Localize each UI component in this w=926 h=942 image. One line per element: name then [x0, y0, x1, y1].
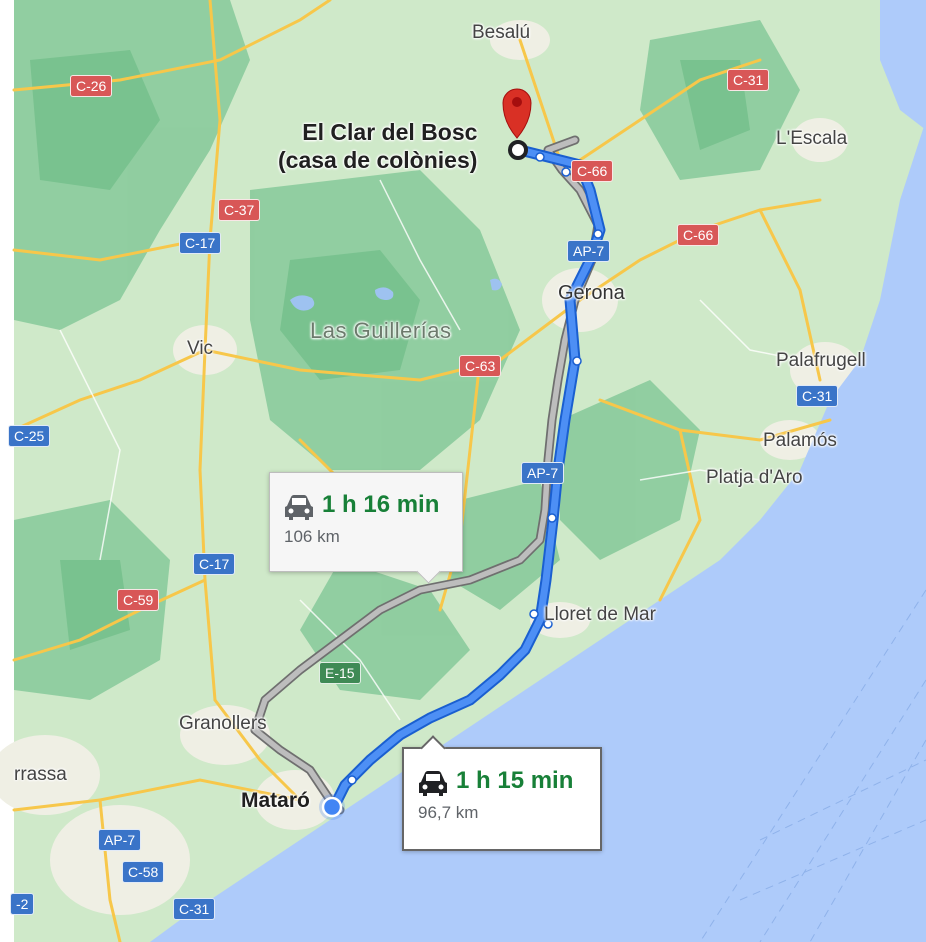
road-shield-c17-s: C-17: [193, 553, 236, 575]
road-shield-c63: C-63: [459, 355, 502, 377]
minor-roads: [59, 179, 801, 721]
place-label-granollers: Granollers: [179, 713, 267, 734]
place-label-platja-daro: Platja d'Aro: [706, 467, 803, 488]
reservoirs: [290, 278, 502, 311]
road-shield-c58: C-58: [122, 861, 165, 883]
road-shield-e15: E-15: [319, 662, 361, 684]
road-shield-c26: C-26: [70, 75, 113, 97]
road-shield-c31-e: C-31: [796, 385, 839, 407]
route-waypoints: [347, 152, 603, 785]
car-icon: [419, 771, 447, 796]
road-shield-c17-n: C-17: [179, 232, 222, 254]
place-label-terrassa: rrassa: [14, 764, 67, 785]
destination-name: El Clar del Bosc: [302, 119, 478, 145]
car-icon: [285, 495, 313, 520]
alt-route-duration: 1 h 16 min: [322, 491, 440, 518]
main-route-duration: 1 h 15 min: [456, 767, 574, 794]
place-label-vic: Vic: [187, 338, 214, 359]
destination-subtitle: (casa de colònies): [278, 147, 478, 173]
road-shield-c66-a: C-66: [571, 160, 614, 182]
place-label-besalu: Besalú: [472, 22, 531, 43]
destination-label[interactable]: El Clar del Bosc (casa de colònies): [278, 118, 477, 174]
road-shield-c25: C-25: [8, 425, 51, 447]
road-shield-c2: -2: [10, 893, 35, 915]
road-shield-ap7-m: AP-7: [521, 462, 565, 484]
place-label-las-guillerias: Las Guillerías: [310, 318, 452, 343]
alt-route-distance: 106 km: [284, 527, 340, 546]
road-shield-ap7-s: AP-7: [98, 829, 142, 851]
road-shield-c37: C-37: [218, 199, 261, 221]
main-route-distance: 96,7 km: [418, 803, 479, 822]
alt-route-card[interactable]: 1 h 16 min 106 km: [269, 472, 463, 584]
place-label-palamos: Palamós: [763, 430, 837, 451]
sea-lines: [699, 589, 926, 942]
place-label-palafrugell: Palafrugell: [776, 350, 866, 371]
destination-pin-icon: [502, 88, 532, 160]
road-shield-c59: C-59: [117, 589, 160, 611]
place-label-lescala: L'Escala: [776, 128, 848, 149]
roads: [12, 0, 832, 942]
place-label-lloret: Lloret de Mar: [544, 604, 656, 625]
origin-marker: [319, 794, 345, 820]
sea-north: [880, 0, 926, 130]
sea: [150, 120, 926, 942]
main-route-card[interactable]: 1 h 15 min 96,7 km: [402, 735, 602, 851]
road-shield-c31-s: C-31: [173, 898, 216, 920]
place-label-gerona: Gerona: [558, 282, 625, 304]
road-shield-c66-b: C-66: [677, 224, 720, 246]
place-label-mataro: Mataró: [241, 789, 310, 812]
road-shield-ap7-n: AP-7: [567, 240, 611, 262]
road-shield-c31-ne: C-31: [727, 69, 770, 91]
